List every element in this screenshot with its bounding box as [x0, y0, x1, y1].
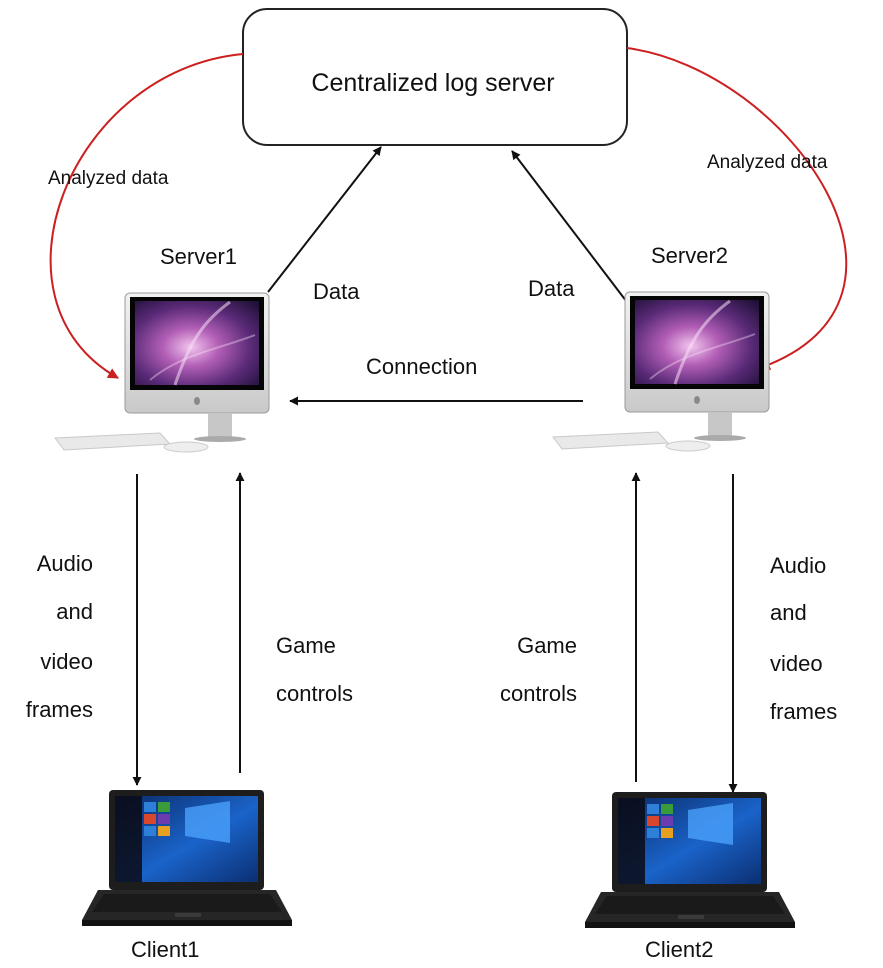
- audio-video-label-right: Audio and video frames: [770, 553, 837, 724]
- log-server-title: Centralized log server: [311, 69, 554, 97]
- audio-video-label-left-line: video: [40, 649, 93, 674]
- server2-label: Server2: [651, 243, 728, 268]
- log-server-node: Centralized log server: [242, 8, 628, 146]
- analyzed-data-arrow-right: [626, 47, 848, 370]
- audio-video-label-right-line: video: [770, 651, 823, 676]
- client1-label: Client1: [131, 937, 199, 962]
- audio-video-label-right-line: frames: [770, 699, 837, 724]
- audio-video-label-right-line: and: [770, 600, 807, 625]
- server1-computer-icon: [54, 292, 270, 453]
- server1-label: Server1: [160, 244, 237, 269]
- analyzed-data-label-right: Analyzed data: [707, 152, 828, 173]
- game-controls-label-right: Game controls: [500, 633, 577, 706]
- data-label-left: Data: [313, 279, 360, 304]
- client1-laptop-icon: [82, 790, 292, 926]
- client2-laptop-icon: [585, 792, 795, 928]
- game-controls-label-left: Game controls: [276, 633, 353, 706]
- data-arrow-right: [511, 150, 634, 311]
- connection-label: Connection: [366, 354, 477, 379]
- audio-video-label-right-line: Audio: [770, 553, 826, 578]
- audio-video-label-left-line: and: [56, 599, 93, 624]
- data-label-right: Data: [528, 276, 575, 301]
- game-controls-label-left-line: Game: [276, 633, 336, 658]
- audio-video-label-left: Audio and video frames: [26, 551, 93, 722]
- game-controls-label-left-line: controls: [276, 681, 353, 706]
- analyzed-data-label-left: Analyzed data: [48, 168, 169, 189]
- game-controls-label-right-line: Game: [517, 633, 577, 658]
- audio-video-label-left-line: frames: [26, 697, 93, 722]
- data-arrow-left: [267, 146, 382, 293]
- analyzed-data-arrow-left: [49, 53, 244, 379]
- log-server-box: [242, 8, 628, 146]
- client2-label: Client2: [645, 937, 713, 962]
- audio-video-label-left-line: Audio: [37, 551, 93, 576]
- server2-computer-icon: [552, 291, 770, 452]
- game-controls-label-right-line: controls: [500, 681, 577, 706]
